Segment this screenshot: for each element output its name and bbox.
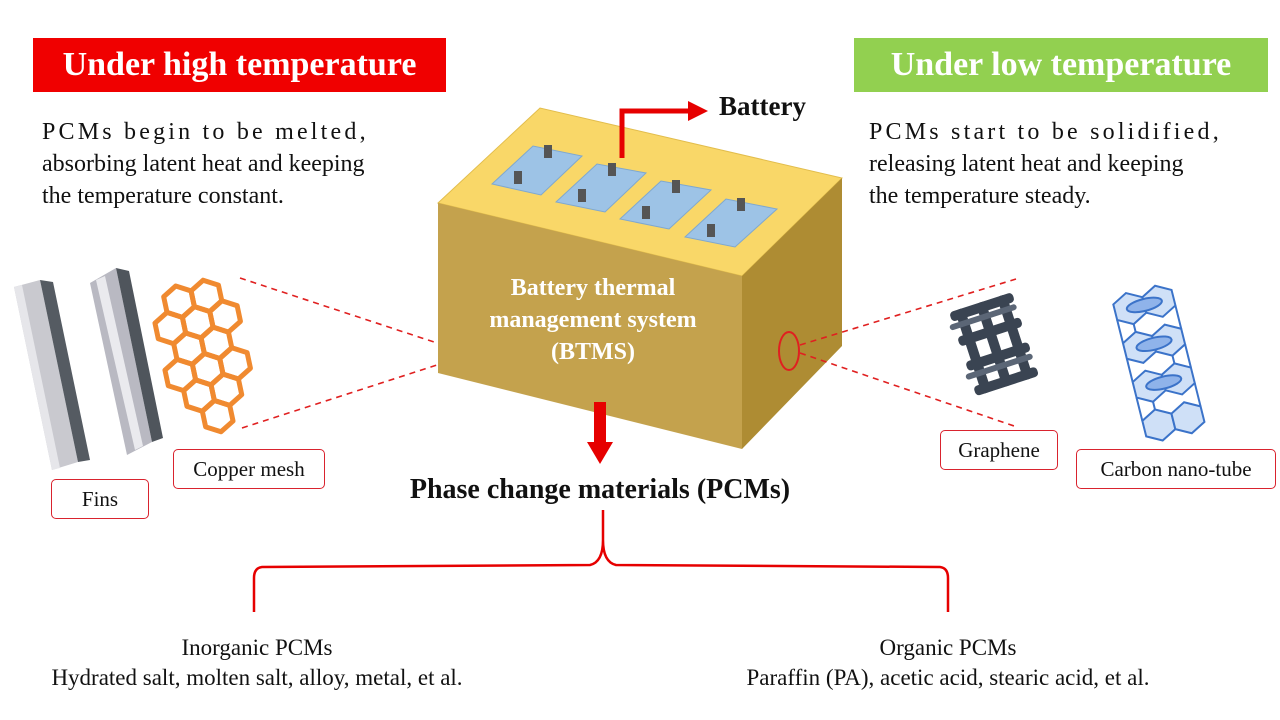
btms-label-line: (BTMS)	[551, 339, 635, 365]
high-temperature-description: PCMs begin to be melted, absorbing laten…	[42, 116, 369, 212]
graphene-image	[949, 293, 1039, 396]
cell-terminal	[514, 171, 522, 184]
cell-terminal	[737, 198, 745, 211]
cell-terminal	[578, 189, 586, 202]
low-temperature-banner: Under low temperature	[854, 38, 1268, 92]
carbon-nanotube-image	[1112, 284, 1206, 442]
inorganic-pcms: Inorganic PCMs Hydrated salt, molten sal…	[10, 633, 504, 693]
battery-label: Battery	[719, 91, 806, 121]
high-temperature-banner: Under high temperature	[33, 38, 446, 92]
battery-pointer-arrow	[619, 101, 708, 158]
btms-label: Battery thermal management system (BTMS)	[455, 272, 731, 368]
organic-title: Organic PCMs	[879, 635, 1017, 660]
btms-label-line: management system	[489, 307, 697, 333]
description-line: absorbing latent heat and keeping	[42, 151, 365, 177]
cell-terminal	[642, 206, 650, 219]
inorganic-examples: Hydrated salt, molten salt, alloy, metal…	[51, 665, 463, 690]
cell-terminal	[672, 180, 680, 193]
dashed-connectors	[239, 277, 1018, 429]
btms-box-front	[438, 203, 742, 449]
classification-brace	[252, 510, 950, 612]
organic-pcms: Organic PCMs Paraffin (PA), acetic acid,…	[700, 633, 1196, 693]
fins-image	[14, 268, 163, 470]
organic-examples: Paraffin (PA), acetic acid, stearic acid…	[746, 665, 1150, 690]
zoom-circle	[778, 331, 800, 371]
fins-label: Fins	[51, 479, 149, 519]
copper-mesh-image	[152, 277, 253, 435]
description-line: the temperature steady.	[869, 183, 1091, 209]
description-line: PCMs begin to be melted,	[42, 119, 369, 145]
graphene-label: Graphene	[940, 430, 1058, 470]
description-line: releasing latent heat and keeping	[869, 151, 1184, 177]
cell-terminal	[544, 145, 552, 158]
carbon-nanotube-label: Carbon nano-tube	[1076, 449, 1276, 489]
description-line: PCMs start to be solidified,	[869, 119, 1222, 145]
low-temperature-description: PCMs start to be solidified, releasing l…	[869, 116, 1222, 212]
description-line: the temperature constant.	[42, 183, 284, 209]
cell-terminal	[707, 224, 715, 237]
copper-mesh-label: Copper mesh	[173, 449, 325, 489]
btms-box-side	[742, 178, 842, 449]
pcm-title: Phase change materials (PCMs)	[409, 474, 791, 505]
cell-terminal	[608, 163, 616, 176]
down-arrow	[587, 402, 613, 464]
btms-label-line: Battery thermal	[510, 275, 676, 301]
battery-cells	[490, 145, 779, 248]
inorganic-title: Inorganic PCMs	[181, 635, 333, 660]
